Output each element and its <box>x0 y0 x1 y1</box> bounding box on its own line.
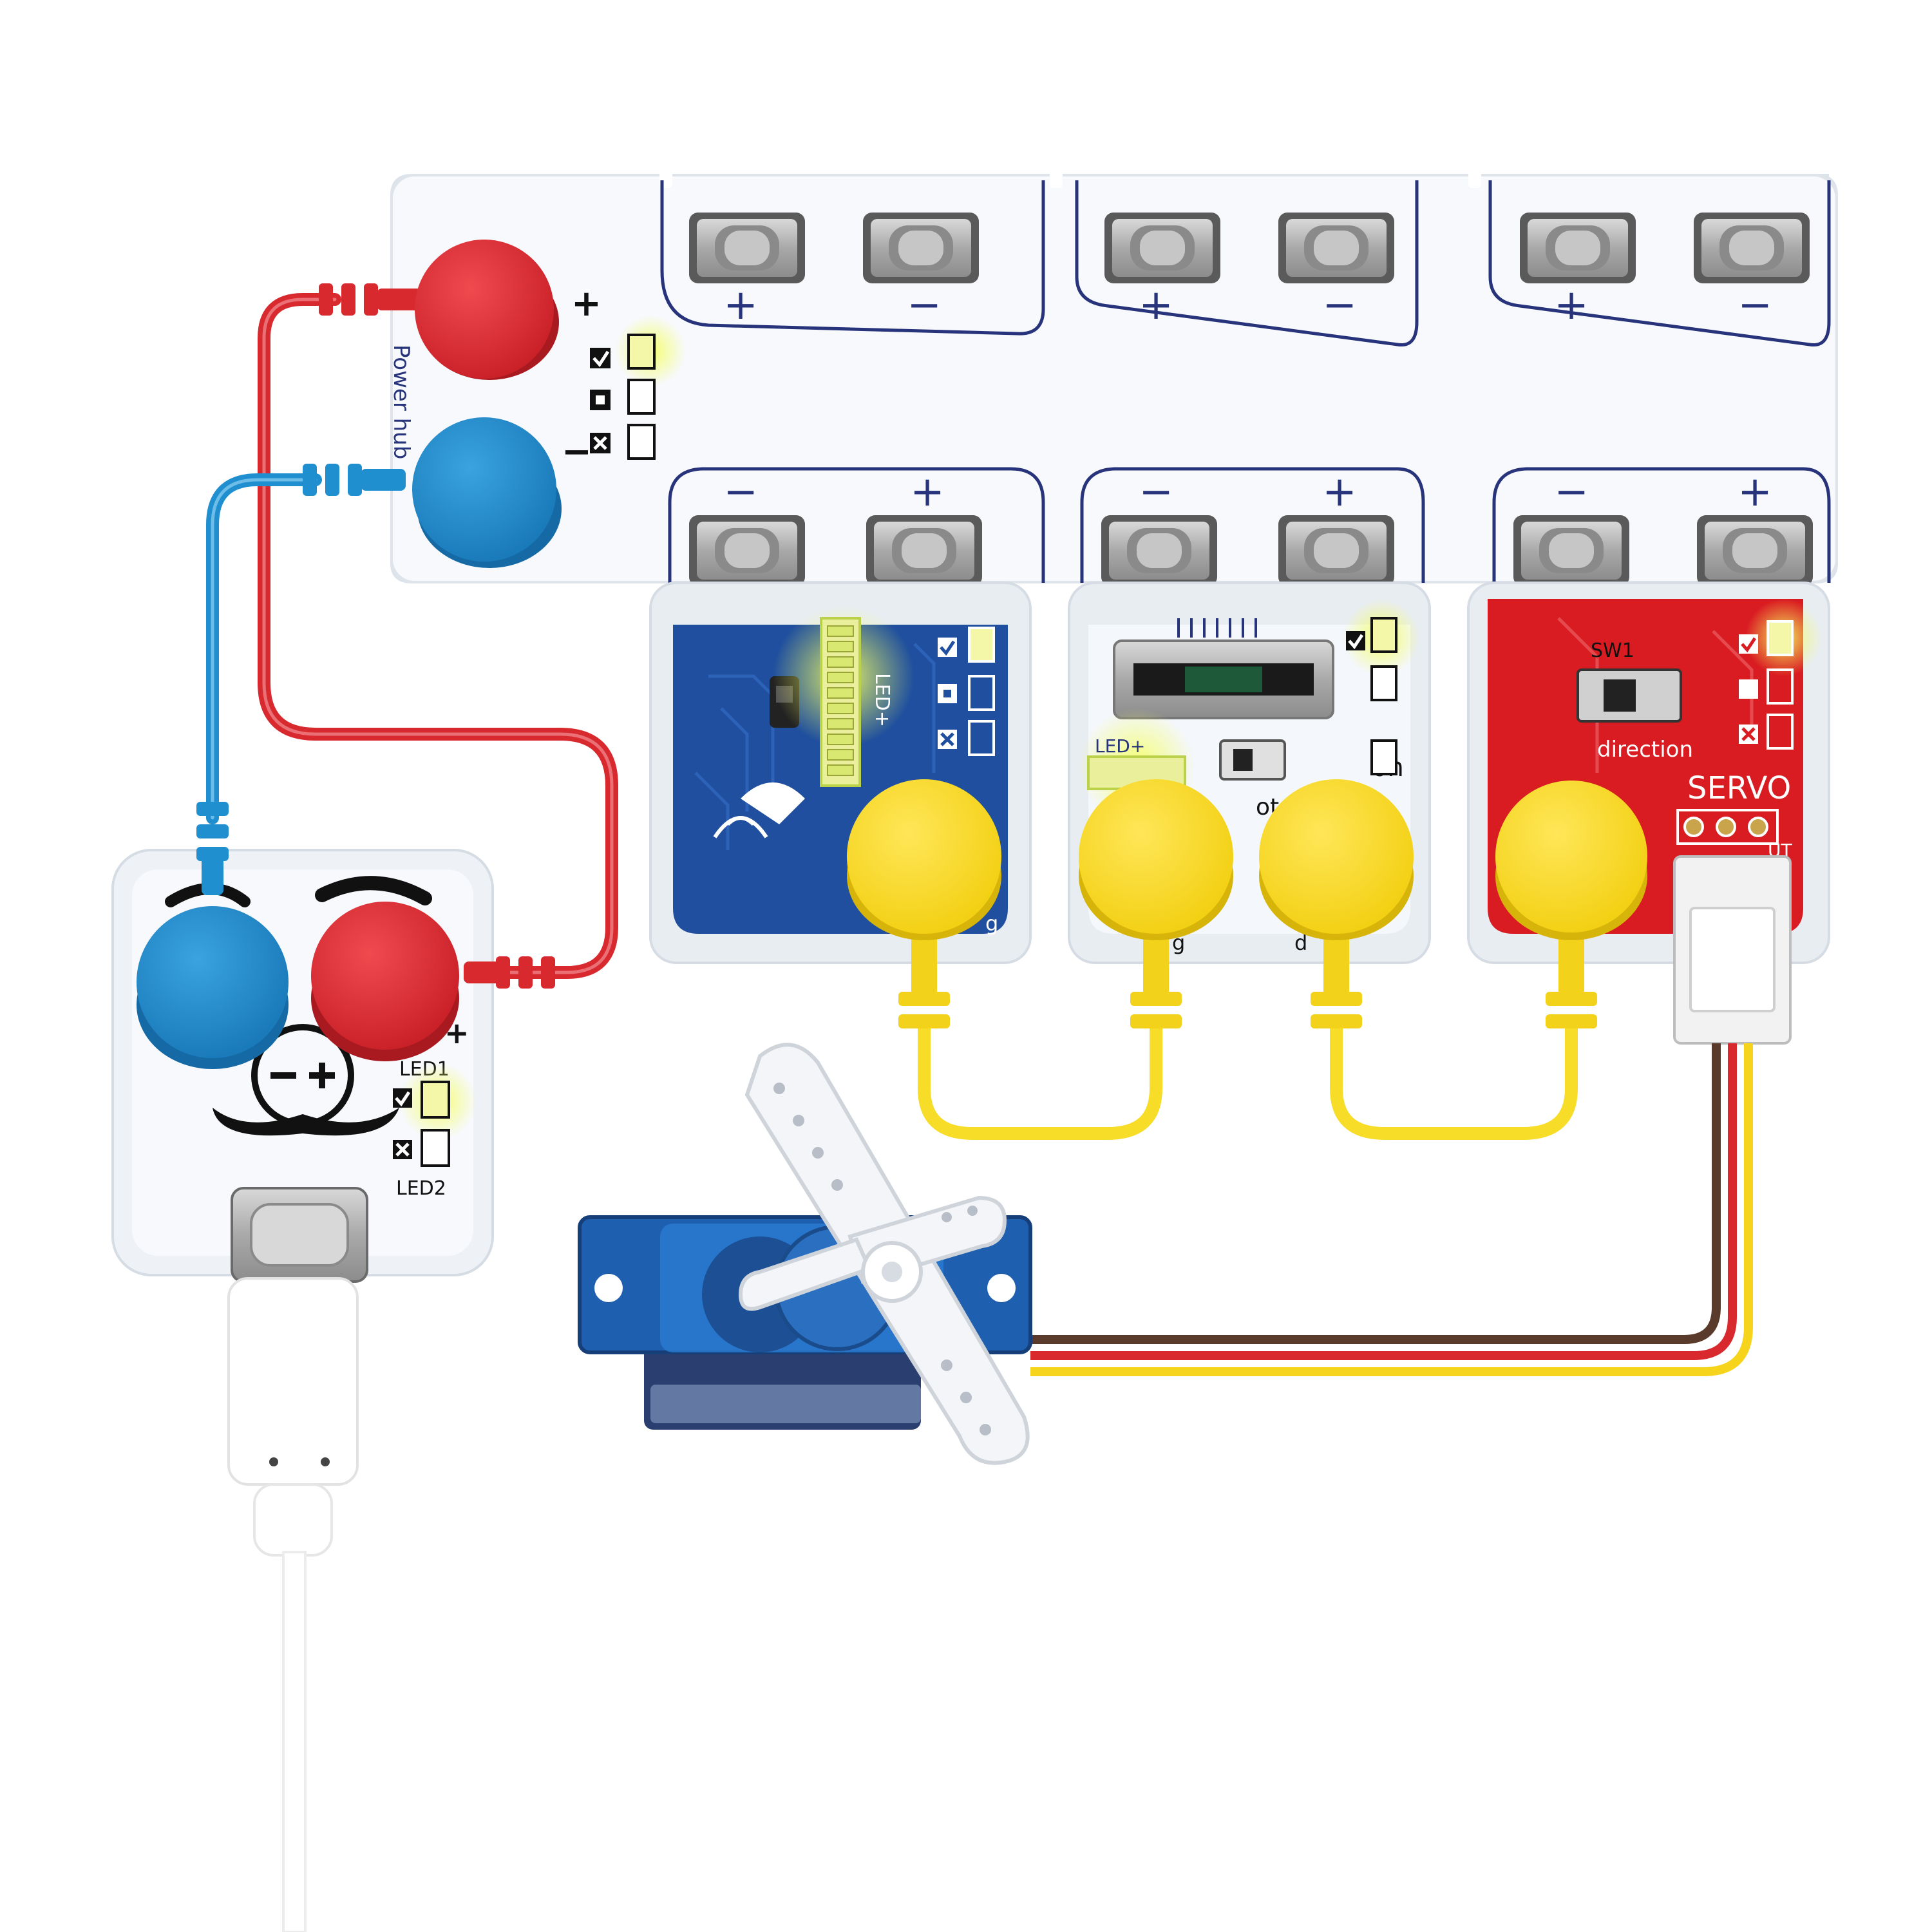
led-bar-signal-button[interactable] <box>847 779 1001 940</box>
svg-text:−: − <box>1554 468 1589 516</box>
power-hub-plus-button[interactable] <box>415 240 559 380</box>
battery-module: + LED1 LED2 <box>111 849 494 1283</box>
power-hub-minus-button[interactable] <box>412 417 562 568</box>
svg-text:−: − <box>1738 281 1772 329</box>
svg-text:+: + <box>1554 281 1589 329</box>
svg-text:+: + <box>1322 468 1357 516</box>
power-hub-label: Power hub <box>388 345 414 459</box>
servo-switch-label: SW1 <box>1591 639 1634 662</box>
led-bar-legend <box>938 627 995 756</box>
slider-g-button[interactable] <box>1079 779 1233 940</box>
servo-cable <box>1030 1043 1753 1376</box>
svg-text:+: + <box>910 468 945 516</box>
led-bar-label: LED+ <box>871 673 893 727</box>
servo-title: SERVO <box>1687 770 1791 806</box>
battery-led2-label: LED2 <box>396 1177 446 1200</box>
yellow-wires <box>898 927 1597 1140</box>
svg-text:−: − <box>907 281 942 329</box>
servo-horn[interactable] <box>738 1043 1030 1465</box>
svg-text:−: − <box>1322 281 1357 329</box>
battery-plus-button[interactable] <box>311 902 459 1061</box>
servo-motor[interactable] <box>578 1043 1032 1465</box>
servo-signal-button[interactable] <box>1495 781 1647 940</box>
servo-direction-label: direction <box>1597 737 1693 762</box>
svg-text:−: − <box>1139 468 1173 516</box>
power-hub-legend <box>590 316 686 460</box>
power-hub: Power hub + − <box>388 283 686 473</box>
slider-d-button[interactable] <box>1259 779 1414 940</box>
svg-text:+: + <box>1738 468 1772 516</box>
blue-wire <box>196 464 406 895</box>
servo-legend <box>1739 599 1823 750</box>
led-bar-segments <box>773 605 914 787</box>
usb-cable <box>227 1277 359 1932</box>
usb-c-icon <box>231 1187 368 1283</box>
led-bar-pin-label: g <box>985 911 998 936</box>
slider-led-label: LED+ <box>1095 735 1145 757</box>
slider-pin-d-label: d <box>1294 931 1307 955</box>
slider-legend <box>1343 599 1420 775</box>
face-icon <box>213 1024 399 1136</box>
svg-text:+: + <box>723 281 758 329</box>
svg-text:+: + <box>1139 281 1173 329</box>
power-hub-minus: − <box>562 431 592 473</box>
power-hub-plus: + <box>571 283 601 325</box>
red-wire <box>258 283 618 989</box>
socket-signs-top: + − + − + − <box>723 281 1772 329</box>
wireless-icon <box>713 782 805 838</box>
socket-signs-bottom: − + − + − + <box>723 468 1772 516</box>
battery-minus-button[interactable] <box>137 906 289 1069</box>
svg-text:−: − <box>723 468 758 516</box>
